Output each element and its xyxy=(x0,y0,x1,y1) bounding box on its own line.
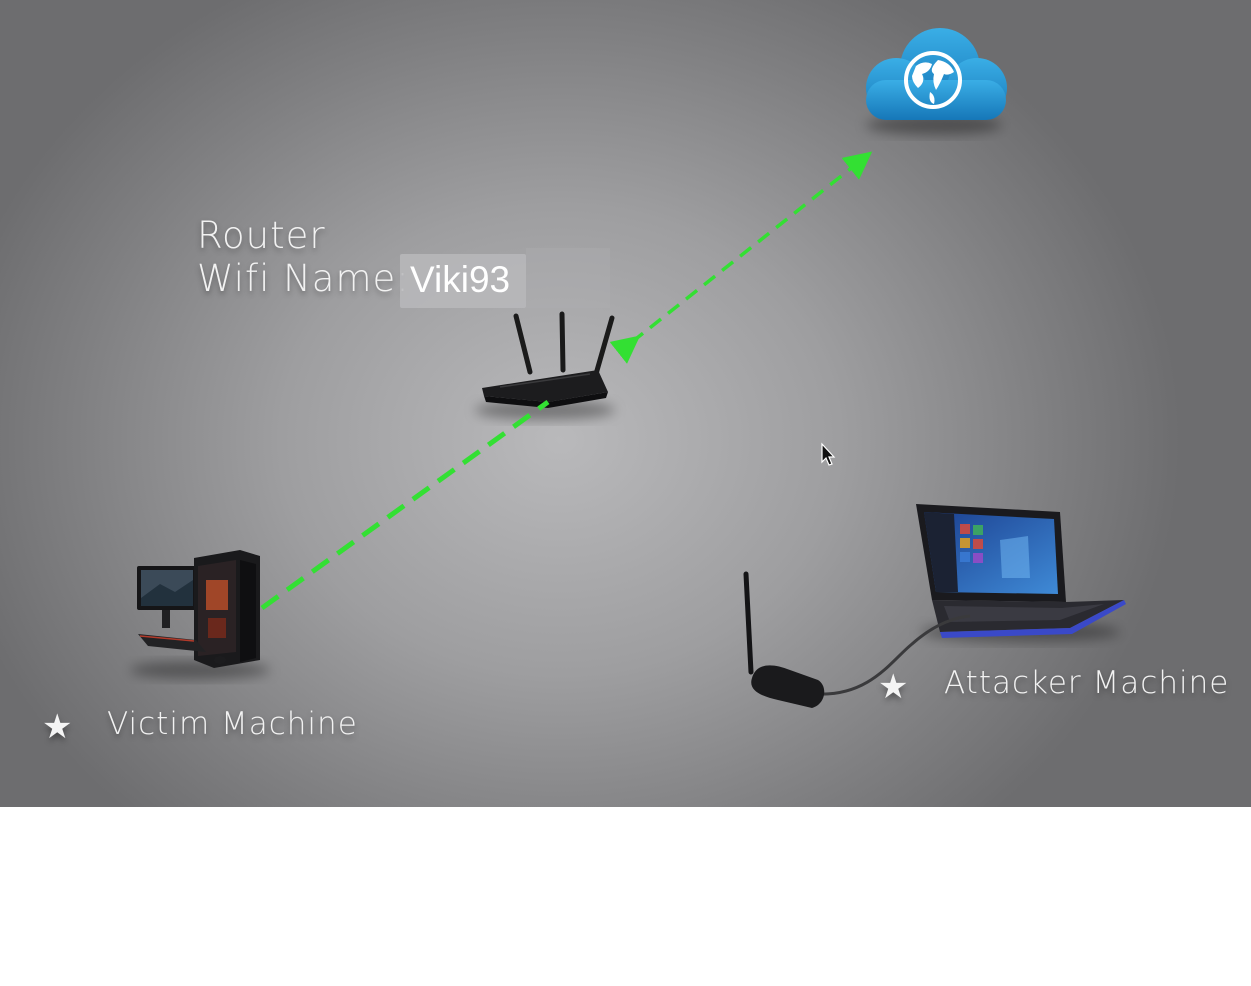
diagram-canvas xyxy=(130,28,1126,708)
victim-router-link xyxy=(260,399,550,611)
star-icon: ★ xyxy=(42,707,73,747)
globe-cloud-icon xyxy=(866,28,1007,135)
desktop-pc-icon xyxy=(130,550,270,679)
wifi-adapter-icon xyxy=(743,571,971,708)
network-diagram-slide: Router Wifi Name: Viki93 ★ Victim Machin… xyxy=(0,0,1251,807)
victim-machine-label: Victim Machine xyxy=(107,706,358,742)
star-icon: ★ xyxy=(878,667,909,707)
router-cloud-link xyxy=(609,151,873,364)
wifi-name-field: Viki93 xyxy=(400,248,610,308)
router-icon xyxy=(475,311,615,420)
attacker-machine-label: Attacker Machine xyxy=(944,665,1230,701)
wifi-name-label: Wifi Name: xyxy=(197,257,410,300)
wifi-name-value: Viki93 xyxy=(410,259,511,300)
mouse-cursor-icon xyxy=(821,442,836,466)
router-title: Router xyxy=(197,214,326,257)
laptop-icon xyxy=(916,504,1126,642)
